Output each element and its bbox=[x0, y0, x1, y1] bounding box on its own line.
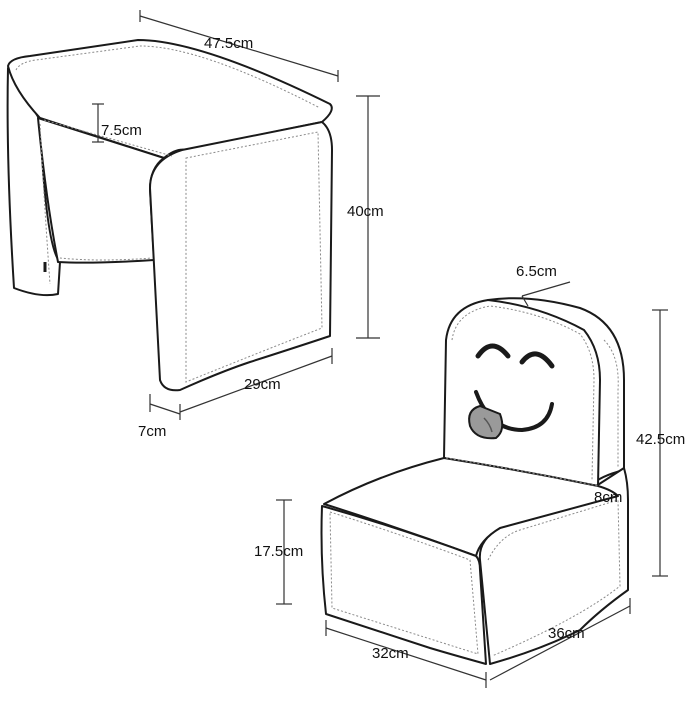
desk-drawing bbox=[6, 39, 333, 392]
chair-dimensions: 6.5cm 42.5cm 8cm 17.5cm 32cm 36cm bbox=[254, 263, 685, 688]
desk-stitch-cutout bbox=[59, 257, 153, 261]
label-desk-cutout: 7.5cm bbox=[101, 122, 142, 139]
tongue-icon bbox=[468, 404, 504, 440]
left-eye-icon bbox=[475, 343, 511, 359]
label-chair-back-thickness: 6.5cm bbox=[516, 263, 557, 280]
chair-backrest-front bbox=[443, 299, 601, 487]
label-chair-width: 32cm bbox=[372, 645, 409, 662]
chair-stitch-seat-side bbox=[487, 499, 621, 657]
desk-left-leg bbox=[6, 67, 61, 297]
label-desk-depth: 29cm bbox=[244, 376, 281, 393]
label-desk-width: 47.5cm bbox=[204, 35, 253, 52]
desk-right-leg-front bbox=[149, 121, 333, 392]
dim-chair-depth-line bbox=[489, 605, 631, 681]
dim-chair-back-thickness-line bbox=[521, 281, 571, 297]
desk-stitch-right-leg bbox=[185, 131, 323, 383]
desk-stitch-left-leg bbox=[39, 123, 51, 285]
right-eye-icon bbox=[519, 351, 555, 369]
chair-stitch-back-seam bbox=[445, 457, 599, 487]
chair-stitch-back-side bbox=[603, 339, 619, 468]
chair-seat-front bbox=[320, 505, 487, 665]
label-chair-cushion: 8cm bbox=[594, 489, 622, 506]
label-desk-height: 40cm bbox=[347, 203, 384, 220]
desk-dimensions: 47.5cm 7.5cm 40cm 29cm 7cm bbox=[92, 10, 384, 440]
dim-chair-width-line bbox=[325, 627, 487, 681]
dim-desk-width-line bbox=[139, 15, 339, 77]
chair-stitch-backrest bbox=[451, 305, 595, 481]
desk-stitch-top bbox=[15, 45, 321, 109]
chair-stitch-seat-front bbox=[329, 511, 479, 655]
chair-drawing bbox=[320, 297, 629, 665]
chair-seat-side bbox=[478, 467, 629, 665]
dim-desk-side-line bbox=[149, 403, 181, 415]
label-desk-side: 7cm bbox=[138, 423, 166, 440]
chair-smiley-face bbox=[468, 343, 555, 440]
label-chair-seat-height: 17.5cm bbox=[254, 543, 303, 560]
dim-desk-depth-line bbox=[179, 355, 333, 413]
dim-chair-back-thickness-tick bbox=[521, 295, 529, 307]
label-chair-depth: 36cm bbox=[548, 625, 585, 642]
tongue-crease-icon bbox=[483, 417, 493, 433]
label-chair-height: 42.5cm bbox=[636, 431, 685, 448]
